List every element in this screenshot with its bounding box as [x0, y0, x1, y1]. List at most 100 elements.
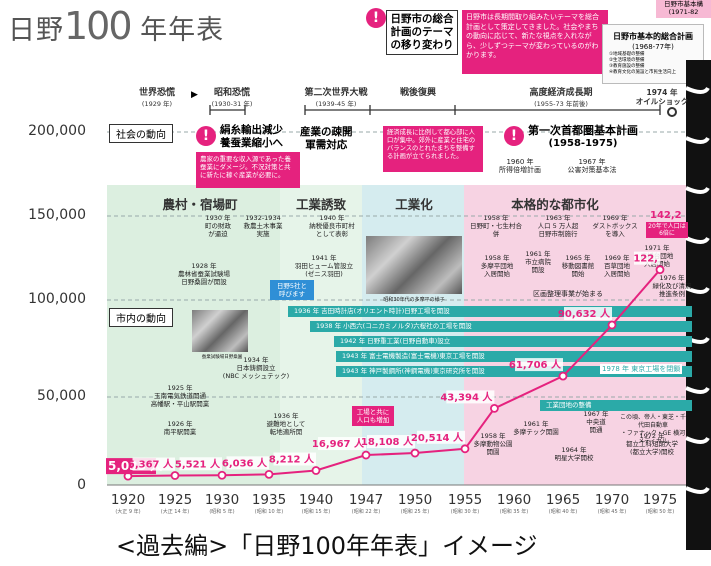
x-tick-era: (大正 14 年): [160, 509, 190, 515]
population-label-bg: [515, 358, 563, 372]
ribbon-1943b: 1943 年 神戸製鋼所(神鋼電機)東京研究所を開設: [336, 366, 692, 377]
x-tick-era: (昭和 50 年): [645, 509, 675, 515]
x-tick-year: 1955: [447, 492, 483, 508]
event-1961: 1961 年 市立病院 開設: [525, 250, 551, 274]
y-tick: 150,000: [28, 207, 86, 223]
population-label-bg: [634, 251, 660, 265]
population-label: 61,706 人: [509, 358, 562, 371]
event-1969b: 1969 年 百草団地 入居開始: [604, 254, 630, 278]
band-title-attraction: 工業誘致: [295, 197, 346, 212]
event-1964: 1964 年 明星大学開校: [554, 446, 594, 462]
x-tick-year: 1975: [642, 492, 678, 508]
event-1958b: 1958 年 多摩平団地 入居開始: [480, 254, 514, 278]
event-1934: 1934 年 日本鋳鋼設立 (NBC メッシュテック): [222, 356, 290, 380]
capital-plan-title: 第一次首都圏基本計画: [528, 124, 638, 137]
x-tick-era: (昭和 10 年): [254, 509, 284, 515]
band-title-industrialization: 工業化: [395, 197, 433, 212]
population-point: [264, 469, 274, 479]
capital-plan: 第一次首都圏基本計画(1958-1975): [528, 124, 638, 150]
plan-title: 日野市基本的総合計画: [613, 32, 693, 41]
ribbon-kojo-danchi: 工業団地の整備: [540, 400, 692, 411]
x-tick: 1947(昭和 22 年): [344, 492, 388, 515]
era-years: (1929 年): [141, 100, 173, 108]
x-tick-era: (大正 9 年): [115, 509, 141, 515]
plan-item: ①地域基礎の整備: [609, 52, 645, 57]
arrow-right-icon: ▶: [191, 90, 198, 100]
event-1972: 1972 年 都立工科短期大学 (都立大学)開校: [626, 432, 678, 456]
population-point: [361, 450, 371, 460]
era-showa-depression: 昭和恐慌(1930-31 年): [200, 88, 264, 110]
event-1940: 1940 年 納税優良市町村 として表彰: [309, 214, 355, 238]
era-label: 世界恐慌: [138, 88, 175, 98]
x-tick-year: 1970: [594, 492, 630, 508]
event-1960: 1960 年 所得倍増計画: [499, 158, 541, 174]
x-tick: 1925(大正 14 年): [153, 492, 197, 515]
top-plan-years: (1971-82: [668, 8, 699, 16]
x-tick: 1950(昭和 25 年): [393, 492, 437, 515]
population-point: [489, 404, 499, 413]
x-tick-year: 1965: [545, 492, 581, 508]
population-point: [607, 320, 617, 330]
x-tick-year: 1930: [204, 492, 240, 508]
era-years: (1955-73 年前後): [534, 100, 588, 108]
event-1958a: 1958 年 日野町・七生村合併: [470, 214, 522, 238]
section-city: 市内の動向: [109, 308, 173, 327]
population-point: [217, 470, 227, 480]
event-1930: 1930 年 町の財政 が逼迫: [205, 214, 231, 238]
alert-icon: !: [196, 126, 216, 146]
population-label: 5,367 人: [128, 458, 174, 471]
population-point: [170, 471, 180, 480]
population-label: 8,212 人: [269, 453, 315, 466]
plan-item: ③教育施設の整備: [609, 64, 645, 69]
x-tick-year: 1940: [298, 492, 334, 508]
era-label: 昭和恐慌: [213, 88, 250, 98]
event-1976: 1976 年 緑化及び清流 推進条例: [652, 274, 692, 298]
population-label-bg: [417, 430, 465, 444]
event-1963: 1963 年 人口 5 万人超 日野市制施行: [537, 214, 579, 238]
y-tick: 200,000: [28, 123, 86, 139]
growth-note: 経済成長に比例して都心部に人口が集中。郊外に産業と住宅のバランスのとれたまちを整…: [383, 126, 483, 172]
hino5-tag: 日野5社と 呼びます: [270, 280, 314, 300]
x-tick-era: (昭和 30 年): [450, 509, 480, 515]
band-title-rural: 農村・宿場町: [162, 197, 238, 212]
x-tick: 1955(昭和 30 年): [443, 492, 487, 515]
ribbon-1942: 1942 年 日野重工業(日野自動車)設立: [334, 336, 692, 347]
x-tick-era: (昭和 45 年): [597, 509, 627, 515]
tokyo-1978: 1978 年 東京工場を閉鎖: [600, 364, 683, 374]
society-silk: 絹糸輸出減少 養蚕業縮小へ: [220, 124, 283, 149]
photo-sericulture: [192, 310, 248, 352]
capital-plan-years: (1958-1975): [548, 138, 618, 149]
x-tick: 1930(昭和 5 年): [200, 492, 244, 515]
x-tick-year: 1947: [348, 492, 384, 508]
era-oil-shock: 1974 年 オイルショック: [635, 88, 689, 106]
population-label-bg: [179, 457, 222, 471]
population-point: [460, 444, 470, 454]
era-bars: [209, 105, 677, 117]
population-label-bg: [367, 435, 415, 449]
silk-note: 農家の重要な収入源であった養蚕業にダメージ。不況対策と共に新たに稼ぐ産業が必要に…: [196, 152, 300, 188]
x-tick-year: 1920: [110, 492, 146, 508]
x-tick-year: 1935: [251, 492, 287, 508]
page-title: 日野100 年年表: [8, 4, 224, 48]
population-line: [127, 269, 661, 478]
population-label: 6,036 人: [222, 456, 268, 469]
ribbon-1943a: 1943 年 富士電機製造(富士電機)東京工場を開設: [336, 351, 692, 362]
y-tick: 100,000: [28, 291, 86, 307]
event-1926: 1926 年 南平駅開業: [163, 420, 197, 436]
event-1965: 1965 年 移動図書館 開始: [561, 254, 595, 278]
x-tick-year: 1925: [157, 492, 193, 508]
era-postwar: 戦後復興: [386, 88, 450, 99]
x-tick: 1920(大正 9 年): [106, 492, 150, 515]
event-1928: 1928 年 農林省蚕業試験場 日野桑園が開設: [178, 262, 230, 286]
population-point: [558, 371, 568, 381]
x-tick: 1935(昭和 10 年): [247, 492, 291, 515]
x-tick-year: 1950: [397, 492, 433, 508]
population-label-bg: [226, 456, 269, 470]
y-tick: 0: [77, 477, 86, 493]
x-tick-era: (昭和 35 年): [499, 509, 529, 515]
title-suffix: 年年表: [140, 15, 225, 46]
population-point: [410, 448, 420, 458]
x-tick: 1970(昭和 45 年): [590, 492, 634, 515]
plan-years: (1968-77年): [632, 43, 674, 51]
band-industry-attraction: [280, 185, 362, 485]
